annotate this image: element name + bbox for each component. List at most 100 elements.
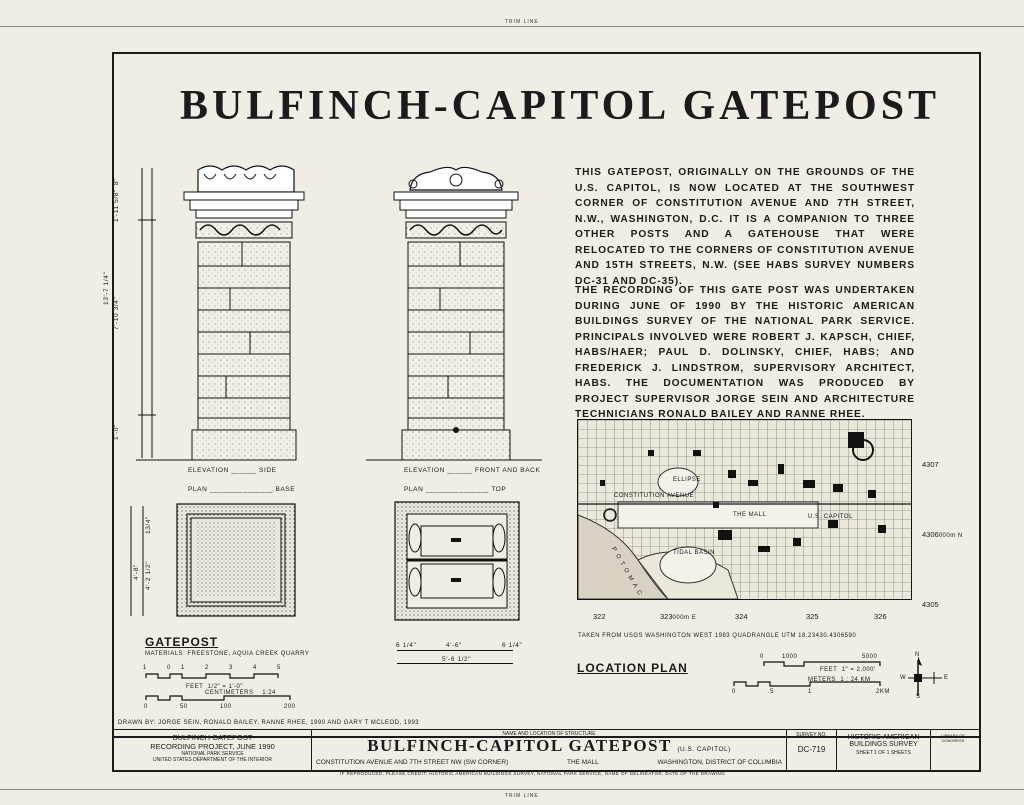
north-arrow-icon	[908, 656, 942, 696]
east-label: E	[944, 675, 949, 681]
project-line-1: BULFINCH GATEPOST	[172, 733, 253, 742]
library-note: LIBRARY OF CONGRESS	[941, 733, 965, 743]
project-cell: BULFINCH GATEPOST RECORDING PROJECT, JUN…	[114, 730, 312, 770]
sheet-number: SHEET 1 OF 1 SHEETS	[856, 750, 911, 756]
structure-name-line: BULFINCH-CAPITOL GATEPOST (U.S. CAPITOL)	[312, 737, 786, 759]
materials-note: MATERIALS: FREESTONE, AQUIA CREEK QUARRY	[145, 651, 310, 657]
plan-top-label: PLAN _______________ TOP	[404, 486, 507, 493]
map-graphic	[578, 420, 911, 599]
map-x-tick-326: 326	[874, 612, 887, 621]
map-label-tidal-basin: TIDAL BASIN	[673, 550, 715, 556]
trim-line-bottom	[0, 789, 1024, 790]
plan-base-label: PLAN _______________ BASE	[188, 486, 296, 493]
map-x-tick-322: 322	[593, 612, 606, 621]
structure-caption: NAME AND LOCATION OF STRUCTURE	[502, 731, 596, 737]
structure-cell: NAME AND LOCATION OF STRUCTURE BULFINCH-…	[312, 730, 787, 770]
map-x-tick-324: 324	[735, 612, 748, 621]
survey-number: DC-719	[797, 745, 826, 754]
top-plan	[394, 501, 520, 621]
map-label-capitol: U.S. CAPITOL	[808, 514, 853, 520]
habs-line-2: BUILDINGS SURVEY	[849, 741, 918, 748]
map-y-tick-4306: 4306000m N	[922, 530, 963, 539]
dim-line-inner	[397, 650, 513, 651]
feet-tick-0: 1	[143, 665, 147, 671]
dim-base-height: 1'-0"	[113, 424, 120, 440]
elevation-front-label: ELEVATION ______ FRONT AND BACK	[404, 467, 541, 474]
project-line-4: UNITED STATES DEPARTMENT OF THE INTERIOR	[153, 757, 272, 763]
plan-drawings	[130, 501, 520, 621]
dim-plan-a: 4'-2 1/2"	[145, 560, 152, 590]
feet-tick-1: 0	[167, 665, 171, 671]
cm-tick-3: 200	[284, 704, 296, 710]
dim-cap-2: 8"	[113, 177, 120, 185]
location-map: ELLIPSE CONSTITUTION AVENUE THE MALL U.S…	[577, 419, 912, 600]
dim-width-outer: 5'-6 1/2"	[442, 656, 472, 663]
loc-km-tick-1: .5	[768, 689, 775, 695]
north-label: N	[915, 652, 920, 658]
dim-cap-1: 1'-11 5/8"	[113, 189, 120, 222]
drawing-border	[112, 52, 981, 738]
loc-km-tick-0: 0	[732, 689, 736, 695]
feet-tick-6: 5	[277, 665, 281, 671]
structure-name: BULFINCH-CAPITOL GATEPOST	[367, 736, 672, 755]
loc-feet-tick-2: 5000	[862, 654, 878, 660]
map-caption: TAKEN FROM USGS WASHINGTON WEST 1983 QUA…	[578, 633, 857, 639]
trim-label-bottom: TRIM LINE	[505, 793, 539, 799]
loc-meters-label: METERS 1 : 24 KM	[808, 677, 871, 683]
dim-shaft-height: 7'-10 3/4"	[113, 296, 120, 330]
map-x-tick-325: 325	[806, 612, 819, 621]
location-plan-heading: LOCATION PLAN	[577, 661, 688, 675]
structure-sub: (U.S. CAPITOL)	[677, 746, 731, 753]
location-line-2: THE MALL	[566, 759, 599, 766]
dim-width-inner: 4'-6"	[446, 642, 462, 649]
location-line-1: CONSTITUTION AVENUE AND 7TH STREET NW (S…	[316, 759, 509, 766]
habs-cell: HISTORIC AMERICAN BUILDINGS SURVEY SHEET…	[837, 730, 931, 770]
drawn-by-credit: DRAWN BY: JORGE SEIN, RONALD BAILEY, RAN…	[118, 720, 420, 726]
gatepost-heading: GATEPOST	[145, 635, 219, 649]
trim-label-top: TRIM LINE	[505, 19, 539, 25]
feet-scale-label: FEET 1/2" = 1'-0"	[186, 684, 243, 690]
south-label: S	[916, 694, 921, 700]
structure-location: CONSTITUTION AVENUE AND 7TH STREET NW (S…	[312, 759, 786, 766]
cm-scale-label: CENTIMETERS 1:24	[205, 690, 276, 696]
dim-width-left: 6 1/4"	[396, 642, 417, 649]
map-y-tick-4307: 4307	[922, 460, 939, 469]
location-scale-bars	[733, 661, 881, 687]
dim-total-height: 13'-7 1/4"	[103, 271, 110, 305]
library-cell: LIBRARY OF CONGRESS	[931, 730, 975, 770]
cm-tick-1: 50	[180, 704, 188, 710]
title-block: BULFINCH GATEPOST RECORDING PROJECT, JUN…	[112, 729, 981, 772]
base-plan	[130, 503, 296, 617]
side-elevation-post	[138, 165, 305, 461]
dim-plan-c: 13/4"	[145, 516, 152, 534]
west-label: W	[900, 675, 907, 681]
location-line-3: WASHINGTON, DISTRICT OF COLUMBIA	[657, 759, 782, 766]
habs-line-1: HISTORIC AMERICAN	[847, 734, 920, 741]
project-line-3: NATIONAL PARK SERVICE	[181, 751, 244, 757]
reproduction-note: IF REPRODUCED, PLEASE CREDIT: HISTORIC A…	[340, 771, 726, 776]
scale-bar-feet	[145, 673, 291, 701]
loc-km-tick-2: 1	[808, 689, 812, 695]
description-paragraph-1: THIS GATEPOST, ORIGINALLY ON THE GROUNDS…	[575, 167, 915, 287]
elevation-drawings	[136, 165, 542, 461]
feet-tick-3: 2	[205, 665, 209, 671]
map-label-ellipse: ELLIPSE	[673, 477, 701, 483]
map-y-tick-4305: 4305	[922, 600, 939, 609]
map-x-tick-323: 323000m E	[660, 612, 697, 621]
loc-km-tick-3: 2KM	[876, 689, 890, 695]
dim-line-outer	[397, 663, 513, 664]
description-paragraph-2: THE RECORDING OF THIS GATE POST WAS UNDE…	[575, 285, 915, 420]
survey-cell: SURVEY NO. DC-719	[787, 730, 837, 770]
project-line-2: RECORDING PROJECT, JUNE 1990	[150, 742, 275, 751]
front-elevation-post	[393, 166, 519, 461]
map-label-constitution: CONSTITUTION AVENUE	[614, 493, 695, 499]
sheet-title: BULFINCH-CAPITOL GATEPOST	[180, 83, 941, 129]
elevation-side-label: ELEVATION ______ SIDE	[188, 467, 277, 474]
loc-feet-tick-0: 0	[760, 654, 764, 660]
survey-caption: SURVEY NO.	[796, 732, 827, 738]
cm-tick-2: 100	[220, 704, 232, 710]
cm-tick-0: 0	[144, 704, 148, 710]
map-label-mall: THE MALL	[733, 512, 767, 518]
loc-feet-tick-1: 1000	[782, 654, 798, 660]
dim-plan-total: 4'-8"	[133, 564, 140, 580]
